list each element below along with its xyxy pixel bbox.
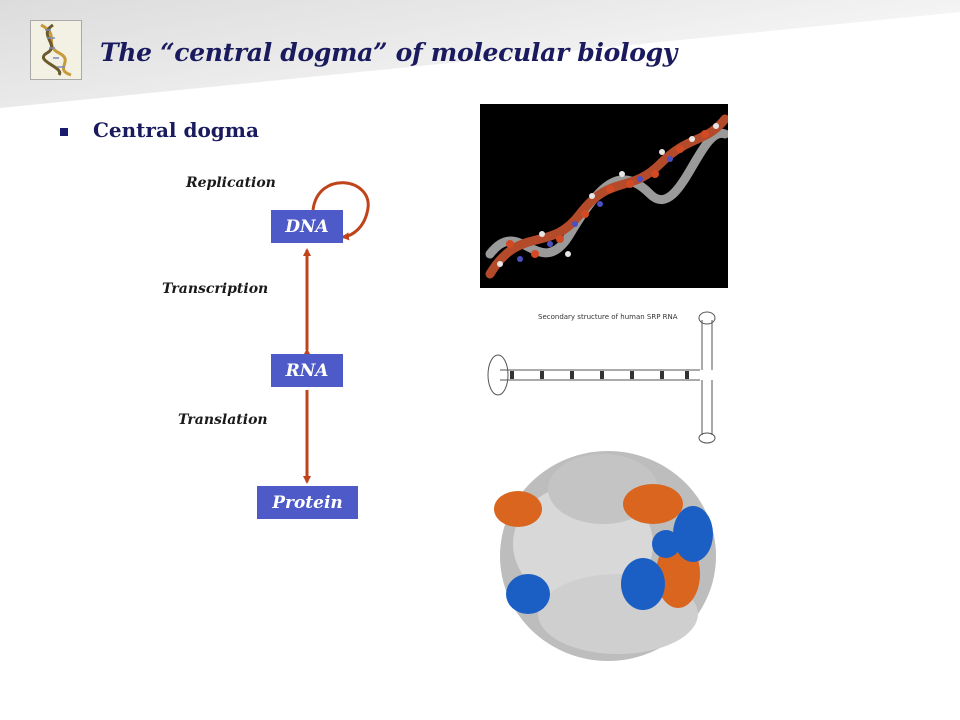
node-rna: RNA	[271, 354, 343, 387]
node-dna: DNA	[271, 210, 343, 243]
protein-structure-image	[488, 444, 728, 666]
rna-image-caption: Secondary structure of human SRP RNA	[538, 313, 678, 321]
dna-helix-logo-icon	[30, 20, 82, 80]
label-replication: Replication	[186, 175, 276, 191]
slide-title: The “central dogma” of molecular biology	[100, 38, 678, 67]
replication-arrow	[311, 181, 370, 241]
label-transcription: Transcription	[162, 281, 269, 297]
node-protein: Protein	[257, 486, 358, 519]
dna-double-helix-image	[480, 104, 728, 288]
srp-rna-secondary-structure-image: Secondary structure of human SRP RNA	[480, 300, 728, 445]
bullet-central-dogma: Central dogma	[93, 118, 259, 142]
square-bullet-icon	[60, 128, 68, 136]
label-translation: Translation	[178, 412, 268, 428]
